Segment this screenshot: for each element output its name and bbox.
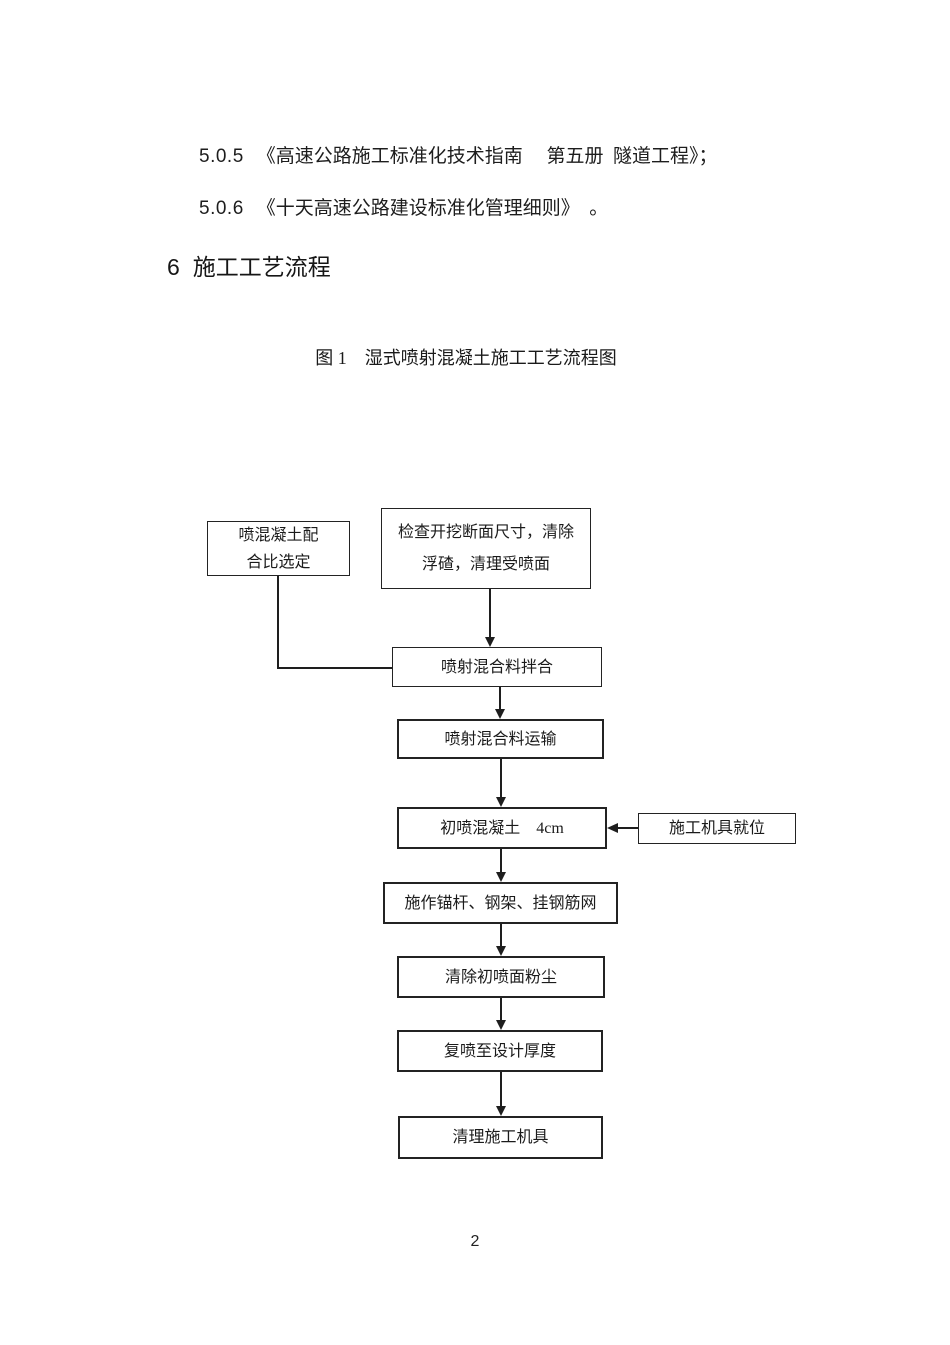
arrow-down-icon [496,1020,506,1030]
flowchart-node-transport: 喷射混合料运输 [397,719,604,759]
node-label: 清除初喷面粉尘 [444,968,557,986]
flowchart-node-check-surface: 检查开挖断面尺寸，清除 浮碴，清理受喷面 [381,508,591,589]
node-label-line: 浮碴，清理受喷面 [421,555,550,573]
arrow-down-icon [485,637,495,647]
section-title: 施工工艺流程 [192,255,331,280]
section-heading: 6 施工工艺流程 [144,225,331,310]
reference-number: 5.0.5 [199,146,244,167]
page-number: 2 [470,1233,480,1250]
flowchart-node-mix-design: 喷混凝土配 合比选定 [207,521,350,576]
node-label: 喷射混合料拌合 [440,658,553,676]
figure-caption: 图 1 湿式喷射混凝土施工工艺流程图 [315,348,617,368]
node-label: 复喷至设计厚度 [443,1042,556,1060]
arrow-down-icon [496,872,506,882]
arrow-down-icon [496,1106,506,1116]
arrow-down-icon [496,797,506,807]
node-label: 初喷混凝土 4cm [440,819,564,837]
arrow-down-icon [495,709,505,719]
node-label: 施作锚杆、钢架、挂钢筋网 [404,894,597,912]
connector-respray-to-cleantools [500,1072,502,1107]
reference-line-505: 5.0.5 《高速公路施工标准化技术指南 第五册 隧道工程》； [180,118,718,196]
connector-equipment-to-initial [617,827,638,829]
section-number: 6 [167,254,180,280]
node-label-line: 喷混凝土配 [238,526,319,544]
reference-text: 《十天高速公路建设标准化管理细则》 。 [256,198,609,219]
flowchart-node-initial-spray: 初喷混凝土 4cm [397,807,607,849]
connector-mixdesign-vertical [277,576,279,669]
connector-mixdesign-horizontal [277,667,392,669]
node-label-line: 合比选定 [246,553,311,571]
flowchart-node-equipment: 施工机具就位 [638,813,796,844]
reference-text: 《高速公路施工标准化技术指南 第五册 隧道工程》； [256,146,718,167]
connector-transport-to-initial [500,759,502,798]
connector-check-to-mixing [489,589,491,638]
node-label: 施工机具就位 [668,820,765,837]
arrow-down-icon [496,946,506,956]
flowchart-node-clean-dust: 清除初喷面粉尘 [397,956,605,998]
connector-initial-to-anchor [500,849,502,873]
node-label: 清理施工机具 [452,1129,549,1146]
node-label: 喷射混合料运输 [444,730,557,748]
reference-line-506: 5.0.6 《十天高速公路建设标准化管理细则》 。 [180,170,608,248]
arrow-left-icon [607,823,618,833]
connector-anchor-to-cleandust [500,924,502,947]
connector-mixing-to-transport [499,687,501,710]
flowchart-node-anchor: 施作锚杆、钢架、挂钢筋网 [383,882,618,924]
reference-number: 5.0.6 [199,198,244,219]
flowchart-node-clean-tools: 清理施工机具 [398,1116,603,1159]
connector-cleandust-to-respray [500,998,502,1021]
flowchart-node-respray: 复喷至设计厚度 [397,1030,603,1072]
node-label-line: 检查开挖断面尺寸，清除 [397,523,574,541]
flowchart-node-mixing: 喷射混合料拌合 [392,647,602,687]
